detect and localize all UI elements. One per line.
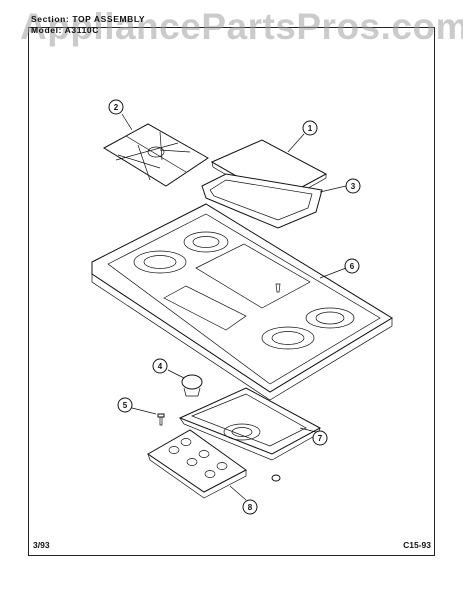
cooktop-main-top[interactable]: [91, 203, 393, 401]
callout-2-label: 2: [114, 103, 119, 112]
model-value: A3110C: [64, 25, 99, 35]
footer-page-code: C15-93: [403, 540, 431, 550]
callout-5-label: 5: [123, 401, 128, 410]
callout-5[interactable]: 5: [117, 397, 133, 413]
top-screw[interactable]: [275, 283, 281, 293]
leader-6: [319, 267, 347, 279]
callout-2[interactable]: 2: [108, 99, 124, 115]
burner-grate[interactable]: [103, 123, 209, 187]
leader-2: [121, 113, 133, 131]
footer-date: 3/93: [33, 540, 50, 550]
callout-6-label: 6: [350, 262, 355, 271]
section-value: TOP ASSEMBLY: [72, 14, 146, 24]
header-block: Section: TOP ASSEMBLY Model: A3110C: [31, 14, 145, 36]
leader-8: [229, 485, 247, 501]
leader-3: [319, 185, 347, 193]
burner-cap[interactable]: [181, 374, 203, 397]
callout-3[interactable]: 3: [345, 178, 361, 194]
control-panel[interactable]: [147, 429, 247, 499]
callout-6[interactable]: 6: [344, 258, 360, 274]
watermark: AppliancePartsPros.com: [20, 6, 463, 47]
callout-8-label: 8: [248, 503, 253, 512]
leader-4: [167, 369, 185, 379]
section-row: Section: TOP ASSEMBLY: [31, 14, 145, 25]
griddle-frame[interactable]: [201, 173, 323, 229]
callout-7[interactable]: 7: [312, 430, 328, 446]
drawing-frame: [28, 27, 435, 556]
callout-1-label: 1: [308, 124, 313, 133]
model-row: Model: A3110C: [31, 25, 145, 36]
callout-8[interactable]: 8: [242, 499, 258, 515]
callout-4-label: 4: [158, 362, 163, 371]
model-label: Model:: [31, 25, 62, 35]
callout-7-label: 7: [318, 434, 323, 443]
callout-4[interactable]: 4: [152, 358, 168, 374]
leader-7: [299, 427, 317, 433]
callout-3-label: 3: [351, 182, 356, 191]
burner-box[interactable]: [178, 387, 322, 461]
section-label: Section:: [31, 14, 70, 24]
mounting-screw[interactable]: [157, 413, 165, 426]
leader-1: [287, 133, 305, 153]
leader-5: [131, 407, 157, 415]
callout-1[interactable]: 1: [302, 120, 318, 136]
grommet[interactable]: [271, 474, 281, 482]
